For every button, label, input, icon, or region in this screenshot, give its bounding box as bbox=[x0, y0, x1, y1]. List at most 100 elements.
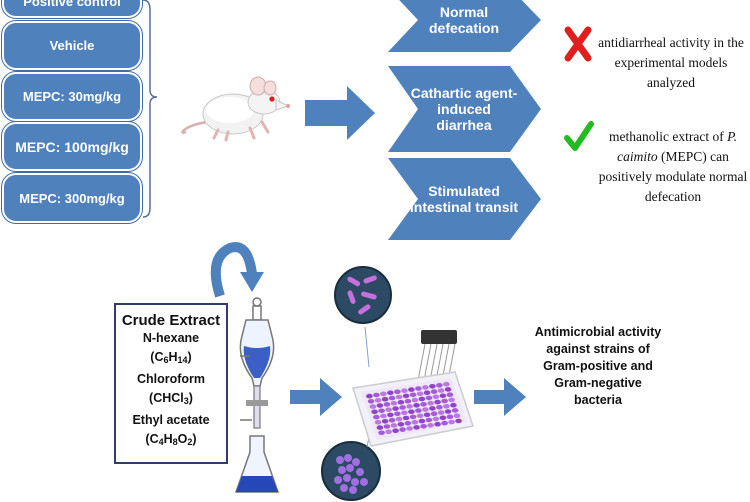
microplate-well bbox=[423, 412, 431, 418]
microplate-well bbox=[373, 392, 380, 398]
group-label: Positive control bbox=[23, 0, 121, 9]
group-label: MEPC: 300mg/kg bbox=[19, 190, 125, 206]
curved-arrow-icon bbox=[210, 242, 264, 298]
model-label: Cathartic agent-induced diarrhea bbox=[410, 85, 518, 133]
microplate-well bbox=[395, 394, 403, 400]
microplate-well bbox=[423, 390, 431, 395]
microplate-well bbox=[380, 391, 387, 397]
microplate-well bbox=[411, 419, 419, 425]
microplate-well bbox=[429, 406, 436, 411]
group-label: Vehicle bbox=[49, 38, 95, 53]
group-label: MEPC: 30mg/kg bbox=[22, 89, 122, 104]
microplate-well bbox=[453, 413, 461, 418]
microplate-well bbox=[366, 393, 373, 399]
microplate-well bbox=[397, 400, 405, 405]
microplate-well bbox=[434, 421, 441, 427]
microplate-well bbox=[369, 404, 377, 409]
separatory-funnel-icon bbox=[234, 297, 280, 493]
formula-hexane: (C6H14) bbox=[150, 350, 192, 365]
group-positive-control: Positive control bbox=[2, 0, 142, 18]
microplate-well bbox=[415, 386, 422, 391]
microplate-well bbox=[381, 396, 389, 402]
microplate-well bbox=[385, 429, 392, 435]
arrow-right-icon bbox=[474, 378, 526, 416]
microplate-well bbox=[380, 413, 387, 419]
microplate-well bbox=[367, 399, 375, 404]
microplate-well bbox=[439, 415, 447, 421]
model-cathartic-diarrhea: Cathartic agent-induced diarrhea bbox=[408, 66, 520, 152]
microplate-well bbox=[395, 416, 403, 422]
microplate-well bbox=[383, 402, 391, 407]
microplate-well bbox=[429, 384, 436, 389]
crude-extract-title: Crude Extract bbox=[121, 312, 221, 329]
microplate-well bbox=[420, 402, 427, 407]
microplate-well bbox=[385, 407, 392, 412]
microplate-well bbox=[430, 389, 438, 394]
microplate-well bbox=[401, 388, 408, 393]
microplate-well bbox=[388, 395, 396, 401]
microplate-well bbox=[374, 420, 382, 425]
microplate-well bbox=[413, 425, 420, 430]
microplate-well bbox=[392, 406, 399, 411]
microplate-well bbox=[422, 407, 429, 412]
model-label: Normal defecation bbox=[428, 4, 499, 36]
solvent-ethyl-acetate: Ethyl acetate bbox=[132, 413, 210, 427]
microplate-well bbox=[415, 408, 422, 413]
microplate-well bbox=[413, 403, 420, 408]
microplate-well bbox=[434, 399, 441, 405]
microplate-well bbox=[371, 409, 378, 415]
microplate-well bbox=[443, 404, 450, 409]
microplate-well bbox=[373, 414, 380, 420]
formula-chloroform: (CHCl3) bbox=[149, 391, 193, 406]
microplate-well bbox=[446, 414, 454, 420]
formula-ethyl-acetate: (C4H8O2) bbox=[145, 432, 197, 447]
group-mepc-30: MEPC: 30mg/kg bbox=[2, 72, 142, 121]
microplate-well bbox=[436, 383, 443, 388]
microplate-well bbox=[425, 417, 433, 423]
microplate-well bbox=[376, 425, 384, 430]
result-positive: methanolic extract of P. caimito (MEPC) … bbox=[598, 129, 748, 204]
microplate-well bbox=[455, 418, 462, 424]
microplate-well bbox=[387, 412, 394, 418]
microplate-well bbox=[425, 395, 433, 401]
microplate-well bbox=[450, 402, 457, 408]
arrow-right-icon bbox=[290, 378, 342, 416]
group-mepc-300: MEPC: 300mg/kg bbox=[2, 173, 142, 223]
microplate-well bbox=[378, 408, 385, 414]
groups-bracket bbox=[142, 0, 158, 218]
crude-extract-box: Crude Extract N-hexane (C6H14) Chlorofor… bbox=[114, 303, 228, 464]
microplate-icon bbox=[352, 330, 474, 447]
model-chevron-shape bbox=[388, 158, 541, 240]
microplate-well bbox=[416, 413, 424, 419]
microplate-well bbox=[436, 405, 443, 410]
result-negative: antidiarrheal activity in the experiment… bbox=[598, 35, 744, 90]
microplate-well bbox=[390, 423, 398, 428]
model-label: Stimulated intestinal transit bbox=[409, 183, 519, 215]
bacteria-cocci-icon bbox=[321, 441, 381, 501]
microplate-well bbox=[441, 398, 448, 404]
group-mepc-100: MEPC: 100mg/kg bbox=[2, 122, 142, 171]
microplate-well bbox=[418, 418, 426, 424]
microplate-well bbox=[408, 409, 415, 414]
microplate-well bbox=[446, 392, 454, 397]
microplate-well bbox=[443, 381, 450, 387]
microplate-well bbox=[406, 404, 413, 409]
microplate-well bbox=[411, 397, 419, 403]
microplate-well bbox=[397, 422, 405, 427]
microplate-well bbox=[437, 388, 445, 393]
microplate-well bbox=[374, 398, 382, 403]
antimicrobial-activity-text: Antimicrobial activity against strains o… bbox=[534, 325, 662, 407]
microplate-well bbox=[399, 405, 406, 410]
model-normal-defecation: Normal defecation bbox=[405, 0, 523, 52]
microplate-well bbox=[430, 411, 438, 416]
microplate-well bbox=[408, 387, 415, 392]
microplate-well bbox=[394, 411, 401, 417]
check-icon bbox=[564, 121, 594, 151]
microplate-well bbox=[451, 408, 459, 413]
microplate-well bbox=[383, 424, 391, 429]
microplate-well bbox=[404, 398, 412, 404]
microplate-well bbox=[404, 421, 412, 426]
microplate-well bbox=[381, 419, 389, 424]
microplate-well bbox=[437, 410, 445, 415]
solvent-hexane: N-hexane bbox=[142, 331, 200, 345]
